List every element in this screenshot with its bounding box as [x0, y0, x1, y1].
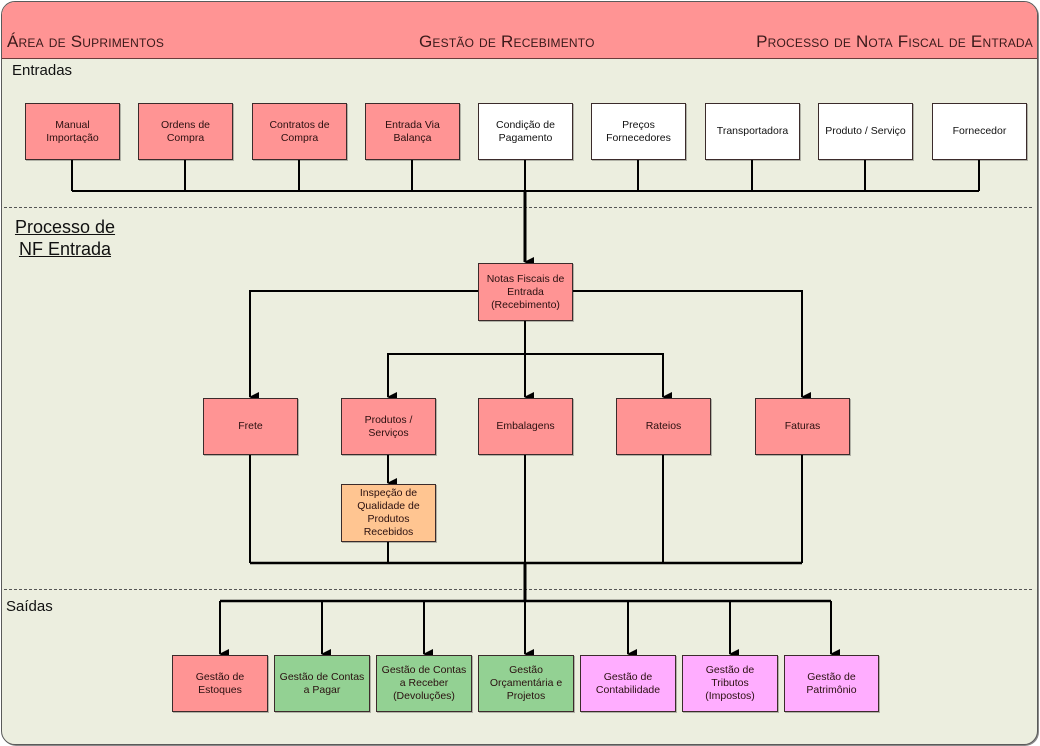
output-gestao-orcamentaria[interactable]: Gestão Orçamentária e Projetos	[478, 655, 574, 712]
process-frete[interactable]: Frete	[203, 398, 298, 455]
output-gestao-estoques[interactable]: Gestão de Estoques	[172, 655, 268, 712]
process-inspecao-qualidade[interactable]: Inspeção de Qualidade de Produtos Recebi…	[341, 484, 436, 542]
process-title-line2: NF Entrada	[18, 239, 112, 259]
output-gestao-contas-receber[interactable]: Gestão de Contas a Receber (Devoluções)	[376, 655, 472, 712]
output-gestao-contas-pagar[interactable]: Gestão de Contas a Pagar	[274, 655, 370, 712]
output-gestao-tributos[interactable]: Gestão de Tributos (Impostos)	[682, 655, 778, 712]
input-entrada-via-balanca[interactable]: Entrada Via Balança	[365, 103, 460, 160]
process-produtos-servicos[interactable]: Produtos / Serviços	[341, 398, 436, 455]
inputs-section-label: Entradas	[12, 62, 73, 79]
process-rateios[interactable]: Rateios	[616, 398, 711, 455]
input-fornecedor[interactable]: Fornecedor	[932, 103, 1027, 160]
process-section-title: Processo de NF Entrada	[10, 216, 120, 260]
input-ordens-de-compra[interactable]: Ordens de Compra	[138, 103, 233, 160]
process-embalagens[interactable]: Embalagens	[478, 398, 573, 455]
arrow-to-faturas	[573, 290, 811, 402]
process-notas-fiscais-entrada[interactable]: Notas Fiscais de Entrada (Recebimento)	[478, 263, 573, 321]
input-transportadora[interactable]: Transportadora	[705, 103, 800, 160]
middle-bus	[387, 353, 664, 397]
area-title: Área de Suprimentos	[7, 32, 165, 51]
input-manual-importacao[interactable]: Manual Importação	[25, 103, 120, 160]
process-faturas[interactable]: Faturas	[755, 398, 850, 455]
input-produto-servico[interactable]: Produto / Serviço	[818, 103, 913, 160]
header-bar: Área de Suprimentos Gestão de Recebiment…	[2, 2, 1037, 59]
input-condicao-de-pagamento[interactable]: Condição de Pagamento	[478, 103, 573, 160]
outputs-section-label: Saídas	[6, 598, 53, 615]
process-title-line1: Processo de	[14, 217, 116, 237]
output-gestao-contabilidade[interactable]: Gestão de Contabilidade	[580, 655, 676, 712]
arrow-to-frete	[249, 290, 478, 402]
section-divider-bottom	[4, 589, 1032, 590]
output-gestao-patrimonio[interactable]: Gestão de Patrimônio	[784, 655, 879, 712]
section-divider-top	[4, 207, 1032, 208]
process-title: Processo de Nota Fiscal de Entrada	[756, 32, 1033, 51]
management-title: Gestão de Recebimento	[419, 32, 595, 51]
input-precos-fornecedores[interactable]: Preços Fornecedores	[591, 103, 686, 160]
input-contratos-de-compra[interactable]: Contratos de Compra	[252, 103, 347, 160]
